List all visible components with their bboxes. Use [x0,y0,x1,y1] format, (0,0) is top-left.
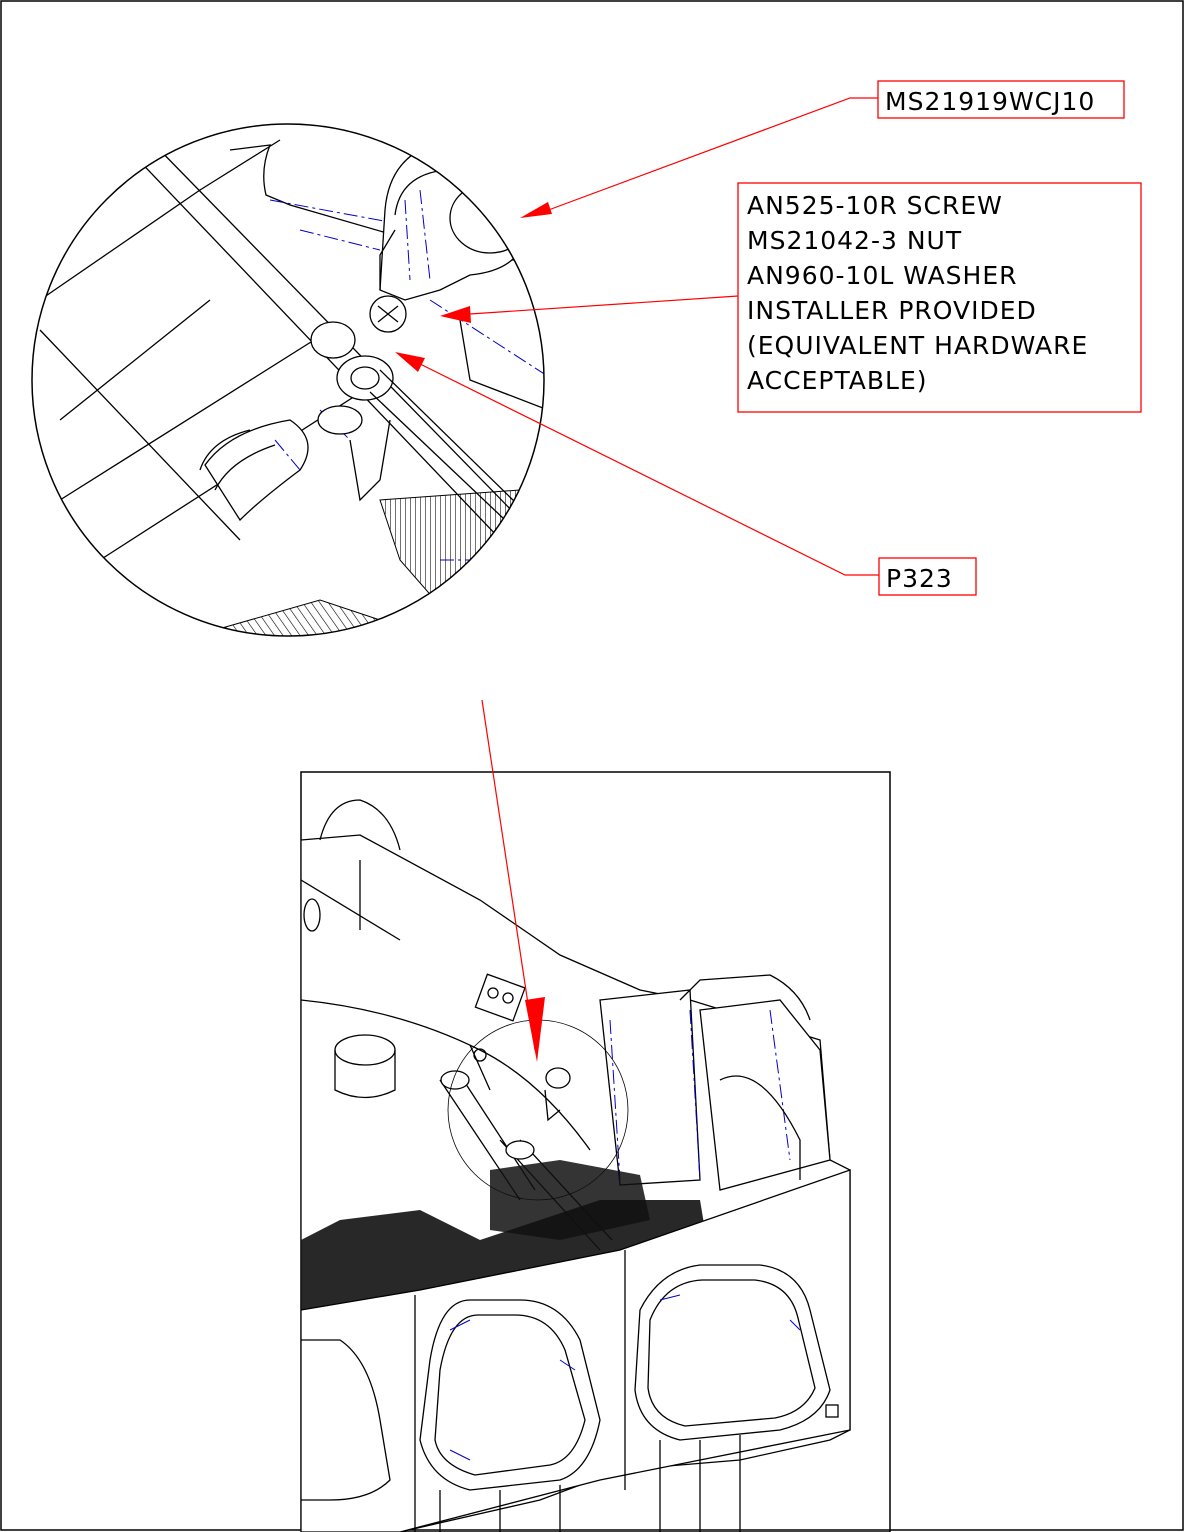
detail-circle [31,123,545,637]
hardware-line-2: MS21042-3 NUT [747,226,962,255]
hardware-line-6: ACCEPTABLE) [747,366,928,395]
callout-hardware: AN525-10R SCREW MS21042-3 NUT AN960-10L … [737,182,1142,413]
main-view [300,771,891,1532]
callout-clamp-text: MS21919WCJ10 [885,87,1095,116]
hardware-line-5: (EQUIVALENT HARDWARE [747,331,1088,360]
callout-bracket: P323 [878,557,977,596]
hardware-line-4: INSTALLER PROVIDED [747,296,1037,325]
hardware-line-1: AN525-10R SCREW [747,191,1003,220]
hardware-line-3: AN960-10L WASHER [747,261,1018,290]
leader-lines [395,97,879,1062]
callout-bracket-text: P323 [886,564,953,593]
callout-clamp: MS21919WCJ10 [877,80,1125,119]
